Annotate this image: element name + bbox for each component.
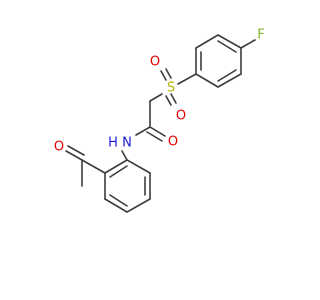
bond-inner (217, 40, 237, 53)
bond (104, 198, 128, 213)
bond-s-o-top-double (165, 68, 172, 79)
structure-diagram: F S O O O N H O (54, 28, 265, 213)
bond-s-o-bottom-double (170, 93, 177, 104)
bond-n-ar (121, 150, 128, 161)
sulfur-atom-label: S (167, 81, 175, 96)
amide-hydrogen-label: H (108, 136, 118, 151)
bond-c-f (240, 39, 256, 49)
bond-inner (217, 69, 237, 82)
fluorine-atom-label: F (257, 28, 264, 43)
bond-c-o-ketone-double (67, 145, 85, 156)
bond-ar-c (81, 159, 106, 174)
bond (217, 73, 242, 88)
fluorophenyl-ring (195, 34, 256, 88)
bond-c-s (177, 73, 197, 85)
bond-inner (109, 194, 128, 207)
bond-c-o-ketone (65, 150, 83, 161)
bond-s-o-top (160, 70, 167, 81)
sulfonyl-oxygen-bottom-label: O (176, 109, 186, 124)
sulfonyl-group (160, 68, 177, 106)
bond-inner (109, 165, 128, 178)
amide-nitrogen-label: N (122, 136, 132, 151)
bond (195, 34, 219, 49)
acetyl-group (65, 145, 106, 187)
bond-c-n (135, 126, 151, 136)
sulfonyl-oxygen-top-label: O (150, 55, 160, 70)
bond (217, 34, 242, 49)
amide-oxygen-label: O (168, 135, 178, 150)
bond (126, 159, 151, 174)
molecule-canvas: F S O O O N H O (54, 28, 265, 213)
bond-s-ch2 (149, 93, 163, 102)
bond (126, 198, 151, 213)
ketone-oxygen-label: O (54, 140, 64, 155)
bond (195, 73, 219, 88)
bond-c-o-amide (149, 126, 166, 137)
bond (104, 159, 128, 174)
bond-c-o-amide-double (146, 131, 163, 142)
bond-s-o-bottom (165, 95, 172, 106)
acetylphenyl-ring (104, 159, 151, 213)
